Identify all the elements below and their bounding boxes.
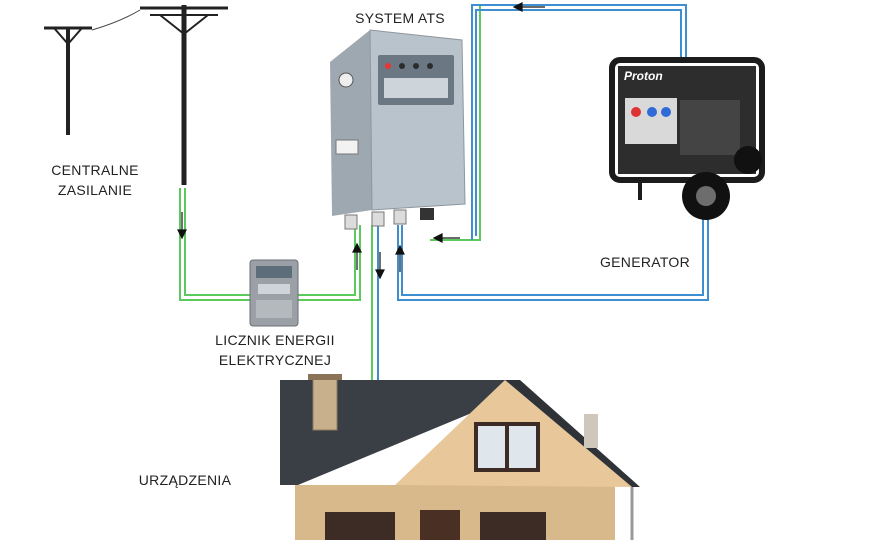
- house: [280, 374, 640, 545]
- meter-line1: LICZNIK ENERGII: [215, 332, 335, 348]
- central-supply-line2: ZASILANIE: [57, 182, 133, 198]
- power-poles: [44, 5, 228, 185]
- ats-cabinet: [330, 29, 466, 230]
- ats-label: SYSTEM ATS: [355, 10, 445, 26]
- generator: Proton: [609, 57, 765, 220]
- energy-meter: [249, 259, 299, 327]
- meter-line2: ELEKTRYCZNEJ: [218, 352, 332, 368]
- generator-label: GENERATOR: [599, 254, 691, 270]
- devices-label: URZĄDZENIA: [138, 472, 232, 488]
- central-supply-label: CENTRALNE ZASILANIE: [40, 160, 150, 200]
- flow-arrows: [177, 2, 545, 280]
- generator-brand: Proton: [624, 69, 663, 83]
- meter-label: LICZNIK ENERGII ELEKTRYCZNEJ: [200, 330, 350, 370]
- generator-wire: [377, 4, 709, 380]
- central-supply-line1: CENTRALNE: [51, 162, 139, 178]
